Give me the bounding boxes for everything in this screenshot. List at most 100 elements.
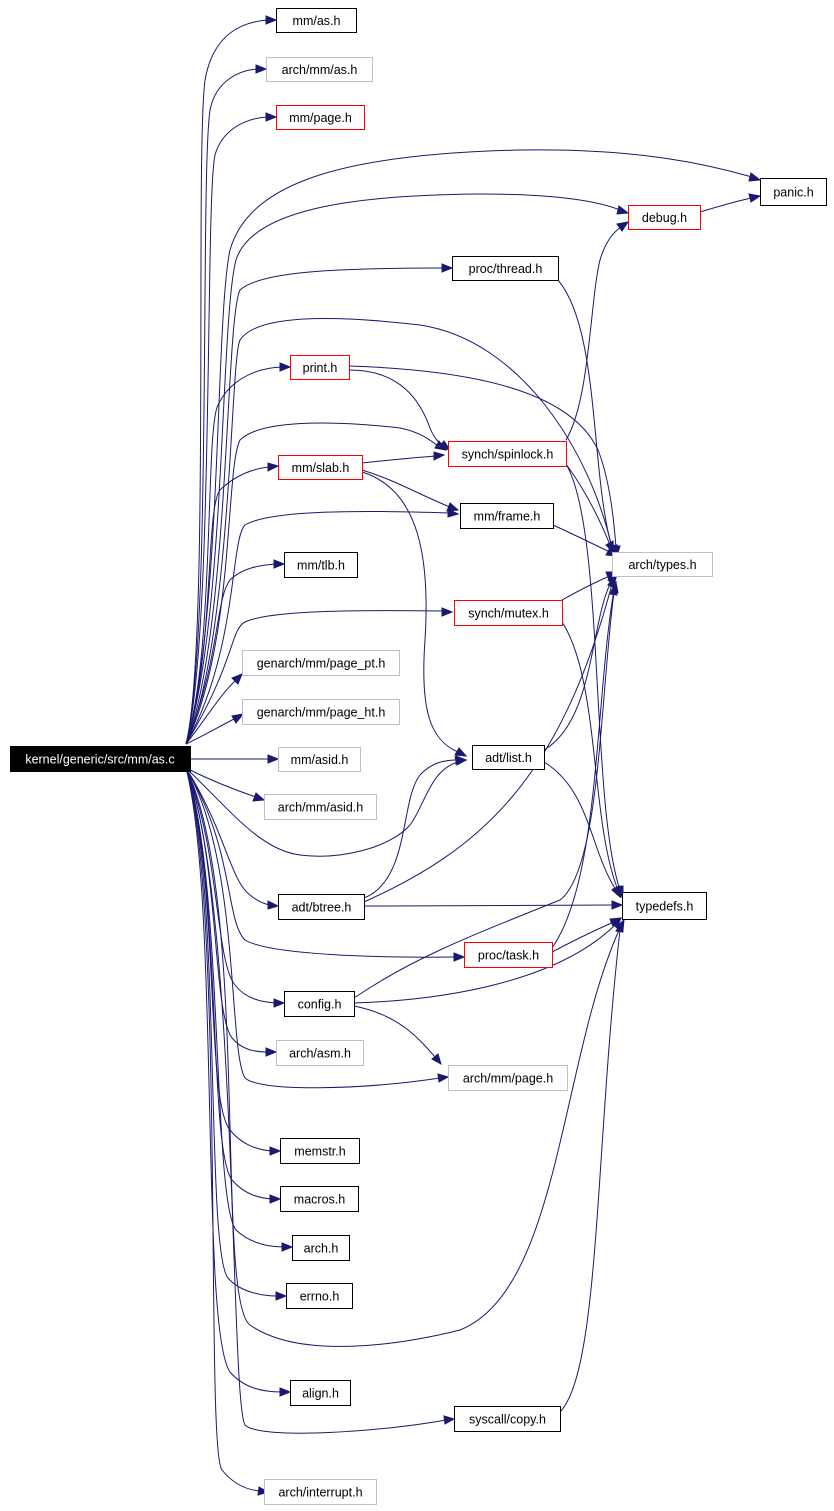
edge-root-syscall-copy: [185, 767, 456, 1434]
node-errno-h[interactable]: errno.h: [286, 1283, 353, 1309]
node-memstr-h[interactable]: memstr.h: [280, 1138, 360, 1164]
edge-root-macros: [185, 767, 282, 1204]
edge-print-spinlock: [348, 369, 452, 451]
edge-root-arch-types: [185, 318, 618, 745]
edge-root-page-pt: [185, 673, 243, 745]
node-page-pt-h[interactable]: genarch/mm/page_pt.h: [242, 650, 400, 676]
node-arch-interrupt-h[interactable]: arch/interrupt.h: [264, 1479, 377, 1505]
edge-root-print: [185, 362, 292, 745]
node-arch-mm-page-h[interactable]: arch/mm/page.h: [448, 1065, 568, 1091]
node-arch-asm-h[interactable]: arch/asm.h: [276, 1040, 364, 1066]
edge-spinlock-debug: [565, 221, 630, 441]
node-mm-as-h[interactable]: mm/as.h: [276, 8, 357, 33]
svg-text:mm/slab.h: mm/slab.h: [292, 461, 350, 475]
node-mm-frame-h[interactable]: mm/frame.h: [460, 503, 554, 529]
svg-text:mm/page.h: mm/page.h: [289, 111, 352, 125]
node-synch-mutex-h[interactable]: synch/mutex.h: [454, 600, 563, 626]
edge-root-panic: [185, 149, 762, 745]
node-config-h[interactable]: config.h: [284, 991, 355, 1017]
node-adt-list-h[interactable]: adt/list.h: [472, 745, 545, 770]
svg-text:genarch/mm/page_ht.h: genarch/mm/page_ht.h: [257, 706, 386, 720]
edge-root-proc-task: [185, 767, 466, 962]
svg-text:mm/tlb.h: mm/tlb.h: [297, 559, 345, 573]
node-mm-page-h[interactable]: mm/page.h: [276, 105, 365, 130]
edge-root-page-ht: [185, 713, 245, 745]
edge-mm-slab-mm-frame: [361, 469, 460, 512]
edge-root-mutex: [185, 607, 454, 745]
edge-root-arch-interrupt: [185, 767, 270, 1496]
edge-mm-slab-adt-list: [361, 471, 468, 757]
node-typedefs-h[interactable]: typedefs.h: [622, 892, 707, 920]
node-align-h[interactable]: align.h: [290, 1380, 351, 1406]
node-mm-tlb-h[interactable]: mm/tlb.h: [284, 552, 358, 578]
svg-text:arch/mm/asid.h: arch/mm/asid.h: [278, 801, 363, 815]
svg-text:arch/mm/as.h: arch/mm/as.h: [282, 63, 358, 77]
node-arch-mm-as-h[interactable]: arch/mm/as.h: [266, 57, 373, 82]
svg-text:synch/spinlock.h: synch/spinlock.h: [462, 448, 554, 462]
svg-text:genarch/mm/page_pt.h: genarch/mm/page_pt.h: [257, 657, 386, 671]
node-arch-h[interactable]: arch.h: [292, 1235, 350, 1261]
svg-text:config.h: config.h: [298, 998, 342, 1012]
svg-text:typedefs.h: typedefs.h: [636, 900, 694, 914]
edge-root-mm-page: [185, 112, 278, 745]
node-arch-mm-asid-h[interactable]: arch/mm/asid.h: [264, 794, 377, 820]
edge-mm-slab-spinlock: [361, 451, 446, 464]
edge-root-arch-asm: [185, 767, 278, 1057]
svg-text:proc/task.h: proc/task.h: [478, 949, 539, 963]
edge-adt-btree-adt-list: [363, 755, 468, 899]
svg-text:synch/mutex.h: synch/mutex.h: [468, 607, 549, 621]
node-as-c[interactable]: kernel/generic/src/mm/as.c: [10, 746, 191, 772]
edge-root-mm-tlb: [185, 559, 286, 745]
svg-text:mm/asid.h: mm/asid.h: [291, 753, 349, 767]
node-adt-btree-h[interactable]: adt/btree.h: [278, 894, 365, 920]
svg-text:print.h: print.h: [303, 361, 338, 375]
svg-text:debug.h: debug.h: [642, 211, 687, 225]
node-panic-h[interactable]: panic.h: [760, 178, 827, 206]
nodes: kernel/generic/src/mm/as.c mm/as.h arch/…: [10, 8, 827, 1505]
node-page-ht-h[interactable]: genarch/mm/page_ht.h: [242, 699, 400, 725]
edge-root-memstr: [185, 767, 282, 1156]
node-proc-thread-h[interactable]: proc/thread.h: [452, 256, 559, 281]
edge-debug-panic: [699, 193, 762, 213]
edge-root-arch-mm-page: [185, 767, 450, 1089]
edge-proc-task-arch-types: [551, 580, 619, 949]
edge-adt-btree-typedefs: [363, 900, 624, 910]
edge-adt-btree-arch-types: [363, 574, 616, 903]
edge-root-config: [185, 767, 286, 1008]
svg-text:arch/types.h: arch/types.h: [628, 558, 696, 572]
edge-root-errno: [185, 767, 288, 1301]
svg-text:arch/mm/page.h: arch/mm/page.h: [463, 1072, 553, 1086]
node-debug-h[interactable]: debug.h: [628, 205, 701, 230]
edge-root-typedefs: [185, 767, 625, 1347]
node-macros-h[interactable]: macros.h: [280, 1186, 359, 1212]
edge-root-align: [185, 767, 292, 1397]
svg-text:align.h: align.h: [302, 1387, 339, 1401]
edge-proc-thread-arch-types: [557, 279, 617, 558]
svg-text:mm/frame.h: mm/frame.h: [474, 510, 541, 524]
svg-text:adt/list.h: adt/list.h: [485, 751, 532, 765]
node-mm-slab-h[interactable]: mm/slab.h: [278, 455, 363, 480]
node-mm-asid-h[interactable]: mm/asid.h: [278, 747, 361, 772]
edge-root-proc-thread: [185, 263, 454, 745]
svg-text:arch/asm.h: arch/asm.h: [289, 1047, 351, 1061]
edge-root-debug: [185, 193, 630, 745]
edge-config-typedefs: [353, 917, 622, 1004]
edge-config-arch-mm-page: [353, 1005, 442, 1066]
edge-root-mm-slab: [185, 462, 280, 745]
svg-text:kernel/generic/src/mm/as.c: kernel/generic/src/mm/as.c: [25, 753, 174, 767]
node-proc-task-h[interactable]: proc/task.h: [464, 942, 553, 968]
edge-root-mm-asid: [186, 754, 280, 764]
svg-text:arch/interrupt.h: arch/interrupt.h: [278, 1486, 362, 1500]
svg-text:panic.h: panic.h: [773, 186, 813, 200]
node-arch-types-h[interactable]: arch/types.h: [612, 552, 713, 577]
node-print-h[interactable]: print.h: [290, 355, 350, 380]
edge-root-mm-as: [185, 15, 278, 745]
edge-adt-list-typedefs: [543, 761, 621, 899]
svg-text:errno.h: errno.h: [300, 1290, 340, 1304]
edge-syscall-copy-typedefs: [559, 920, 624, 1413]
node-syscall-copy-h[interactable]: syscall/copy.h: [454, 1406, 561, 1432]
edge-root-arch: [185, 767, 294, 1252]
node-synch-spinlock-h[interactable]: synch/spinlock.h: [448, 441, 567, 467]
svg-text:macros.h: macros.h: [294, 1193, 345, 1207]
